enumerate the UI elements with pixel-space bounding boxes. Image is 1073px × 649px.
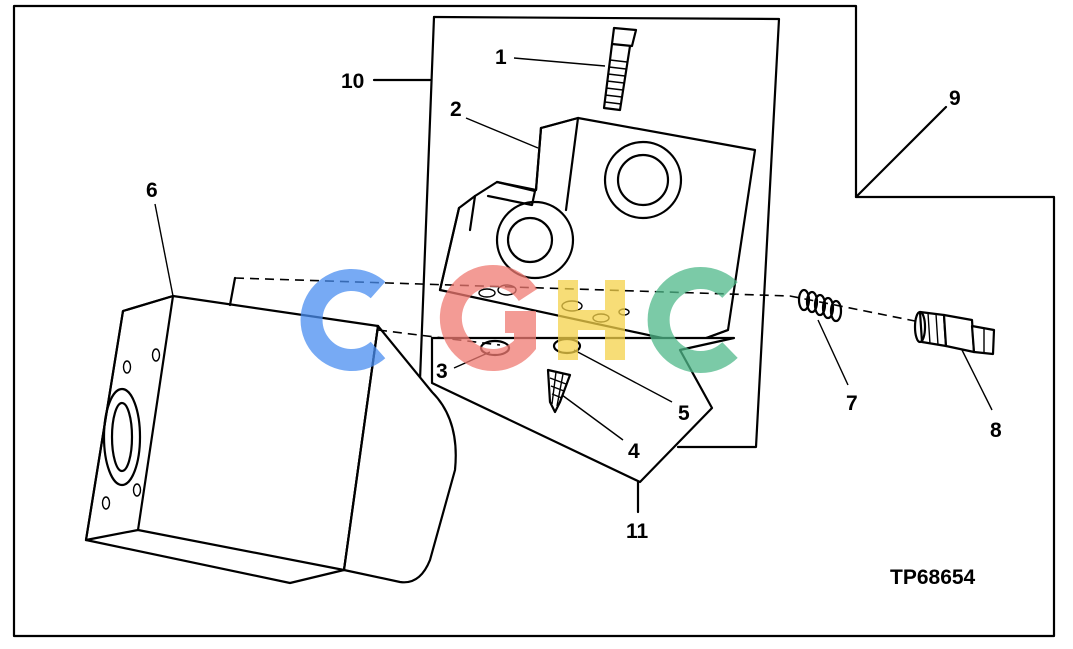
watermark-g [439,265,538,371]
leader-4 [561,394,624,441]
leader-7 [817,319,849,386]
leader-5 [573,349,673,403]
leader-9 [854,105,948,199]
leader-2 [465,117,539,149]
callout-5: 5 [678,402,690,425]
callout-7: 7 [846,392,858,415]
cap-screw-1 [602,26,638,112]
callout-2: 2 [450,98,462,121]
watermark-h [558,280,625,360]
callout-11: 11 [626,520,649,543]
leader-1 [513,57,606,67]
screen-filter-4 [546,368,572,414]
callout-1: 1 [495,46,507,69]
orifice-fitting-8 [913,310,996,356]
assembly-axis-line [234,277,921,323]
figure-id: TP68654 [890,566,976,589]
axis-line-lower [377,329,501,346]
watermark [300,265,738,373]
valve-panel-10 [432,15,781,449]
callout-4: 4 [628,440,640,463]
valve-panel-10-left-edge [418,15,436,382]
callout-8: 8 [990,419,1002,442]
valve-body-6 [84,276,457,585]
leader-8 [961,349,993,411]
watermark-c1 [300,269,386,371]
callout-3: 3 [436,360,448,383]
callout-6: 6 [146,179,158,202]
outer-frame [12,4,1056,638]
watermark-c2 [647,267,738,373]
callout-10: 10 [341,70,364,93]
callout-9: 9 [949,87,961,110]
leader-6 [154,203,174,297]
